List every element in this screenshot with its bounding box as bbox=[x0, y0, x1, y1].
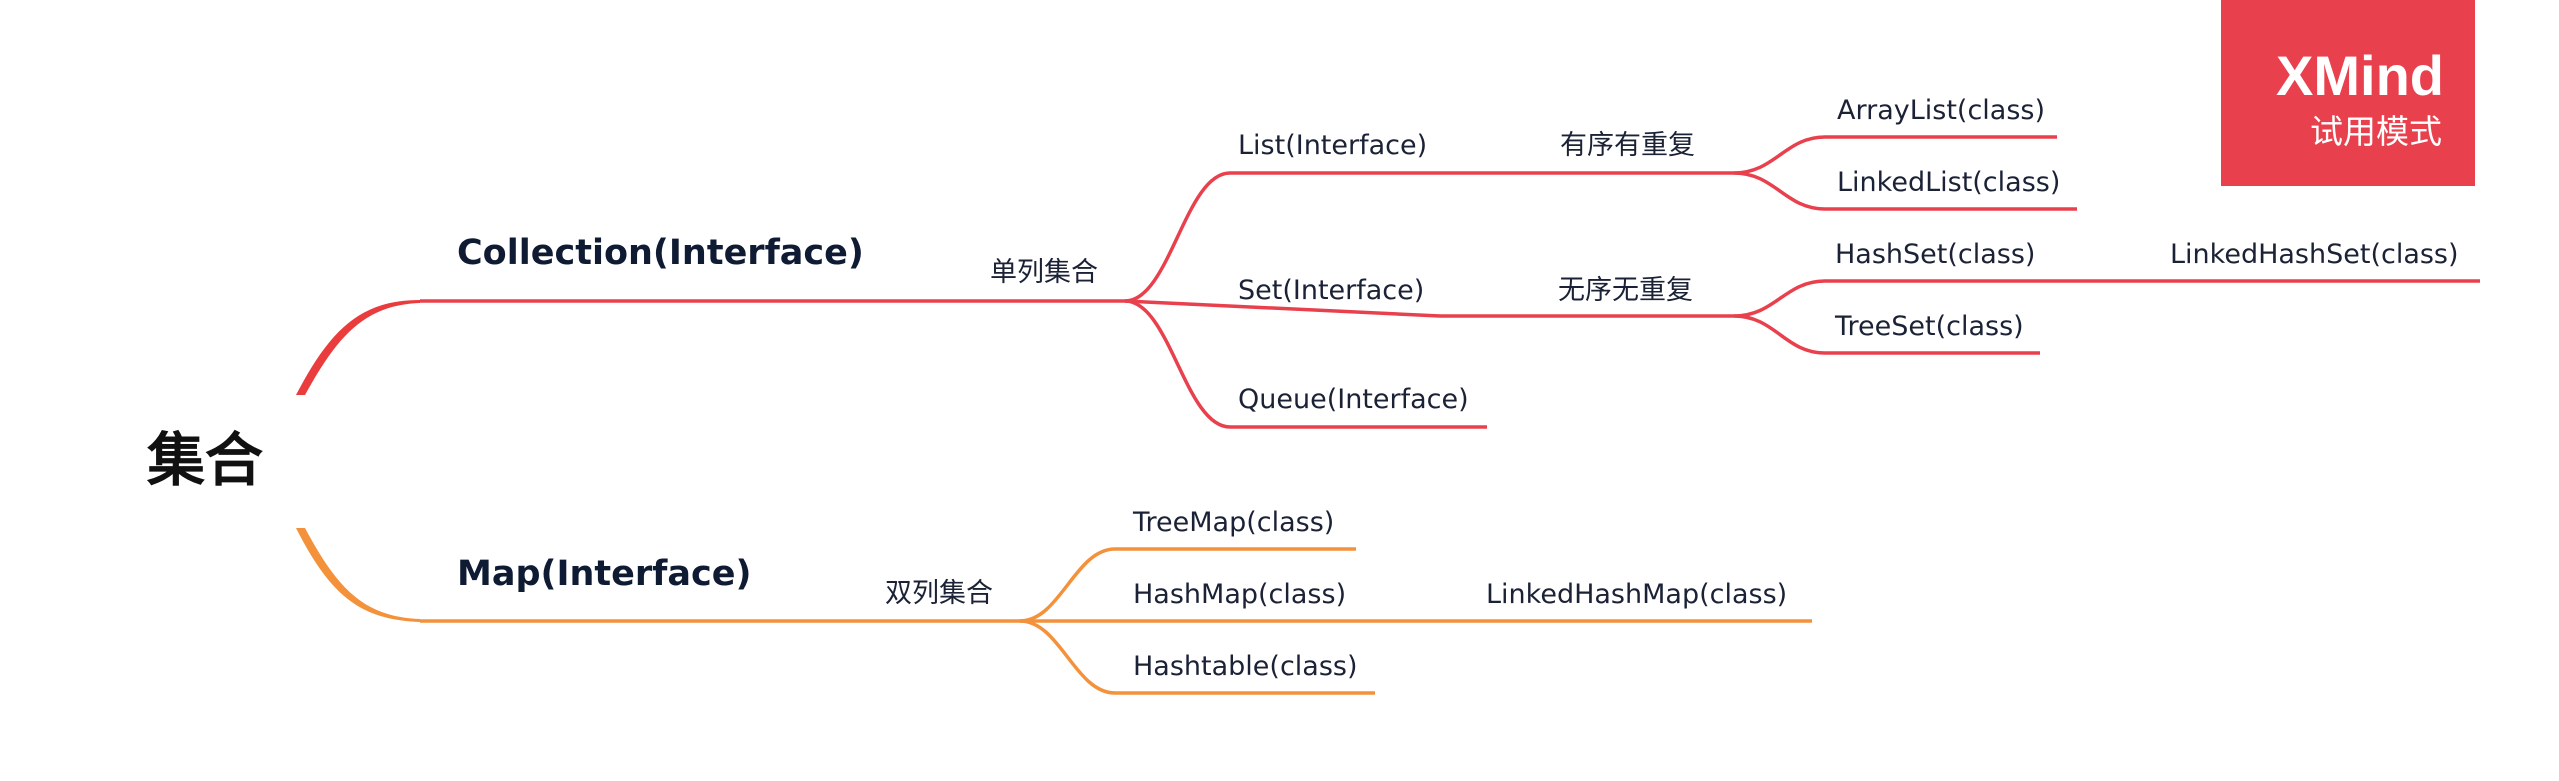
hashtable-topic[interactable]: Hashtable(class) bbox=[1133, 651, 1358, 682]
map-to-treemap-connector bbox=[1019, 547, 1356, 623]
watermark-subtitle: 试用模式 bbox=[2310, 112, 2442, 151]
list-to-linkedlist-connector bbox=[1733, 171, 2077, 211]
collection-to-queue-connector bbox=[1124, 299, 1487, 429]
arraylist-topic[interactable]: ArrayList(class) bbox=[1837, 95, 2046, 126]
set-trait-label[interactable]: 无序无重复 bbox=[1558, 275, 1693, 306]
hashset-topic[interactable]: HashSet(class) bbox=[1835, 239, 2036, 270]
root-topic[interactable]: 集合 bbox=[147, 426, 264, 494]
collection-to-list-connector bbox=[1124, 171, 1440, 303]
watermark-title: XMind bbox=[2276, 44, 2444, 107]
hashmap-topic[interactable]: HashMap(class) bbox=[1133, 579, 1347, 610]
set-to-hashset-connector bbox=[1733, 279, 2057, 318]
root-to-collection-connector bbox=[296, 300, 420, 395]
list-trait-label[interactable]: 有序有重复 bbox=[1560, 130, 1695, 161]
list-to-arraylist-connector bbox=[1733, 135, 2057, 175]
linkedlist-topic[interactable]: LinkedList(class) bbox=[1837, 167, 2061, 198]
xmind-trial-watermark: XMind 试用模式 bbox=[2221, 0, 2475, 186]
linkedhashset-topic[interactable]: LinkedHashSet(class) bbox=[2170, 239, 2459, 270]
root-to-map-connector bbox=[296, 528, 420, 622]
collection-to-set-connector bbox=[1124, 299, 1441, 318]
treeset-topic[interactable]: TreeSet(class) bbox=[1835, 311, 2024, 342]
treemap-topic[interactable]: TreeMap(class) bbox=[1133, 507, 1335, 538]
collection-topic[interactable]: Collection(Interface) bbox=[457, 233, 864, 273]
set-topic[interactable]: Set(Interface) bbox=[1238, 275, 1425, 306]
map-group-label[interactable]: 双列集合 bbox=[885, 578, 993, 609]
map-topic[interactable]: Map(Interface) bbox=[457, 554, 752, 594]
set-to-treeset-connector bbox=[1733, 314, 2040, 355]
linkedhashmap-topic[interactable]: LinkedHashMap(class) bbox=[1486, 579, 1788, 610]
map-to-hashtable-connector bbox=[1019, 619, 1375, 695]
queue-topic[interactable]: Queue(Interface) bbox=[1238, 384, 1469, 415]
collection-group-label[interactable]: 单列集合 bbox=[990, 257, 1098, 288]
list-topic[interactable]: List(Interface) bbox=[1238, 130, 1428, 161]
